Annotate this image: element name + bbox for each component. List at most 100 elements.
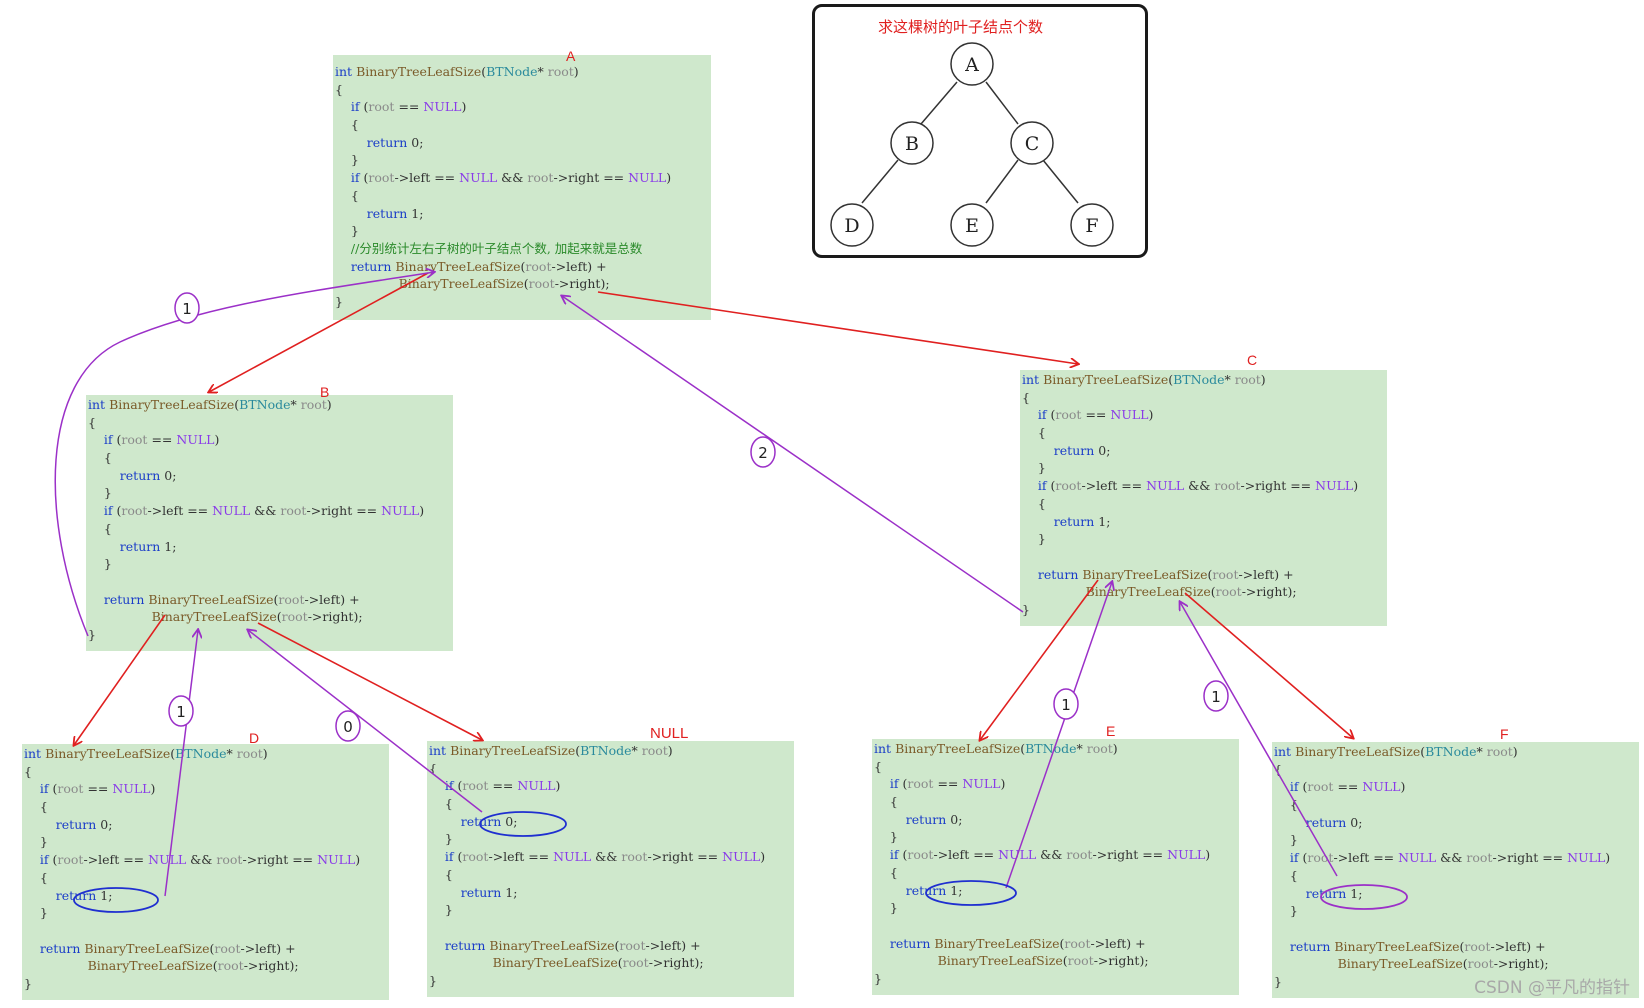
brace: { <box>1037 495 1046 511</box>
param-type: BTNode <box>580 743 632 758</box>
operator: == <box>693 849 723 865</box>
keyword-if: if <box>889 847 899 863</box>
brace: { <box>1289 867 1298 883</box>
paren: ) <box>667 743 673 758</box>
value: 1; <box>96 887 113 903</box>
paren: ( <box>1168 372 1174 387</box>
identifier-root: root <box>907 847 934 863</box>
code-block: int BinaryTreeLeafSize(BTNode* root){ if… <box>874 740 1210 988</box>
paren: ( <box>1062 953 1068 969</box>
paren: ) <box>150 781 156 797</box>
code-block: int BinaryTreeLeafSize(BTNode* root){ if… <box>24 745 360 993</box>
function-name: BinaryTreeLeafSize <box>45 746 171 761</box>
step-circle <box>174 292 200 324</box>
operator: == <box>83 781 113 797</box>
value: 0; <box>1094 442 1111 458</box>
operator: && <box>1036 847 1067 863</box>
paren: ( <box>1302 850 1308 866</box>
operator: == <box>969 847 999 863</box>
paren: ( <box>1302 779 1308 795</box>
member: ->right <box>243 958 290 974</box>
tree-node-label-C: C <box>1025 133 1040 155</box>
brace: { <box>889 864 898 880</box>
tree-node-label-D: D <box>844 215 859 237</box>
operator: + <box>1279 566 1294 582</box>
brace: } <box>103 556 112 572</box>
null-literal: NULL <box>1398 850 1437 866</box>
function-name: BinaryTreeLeafSize <box>1085 584 1211 600</box>
tree-node-E <box>950 203 994 247</box>
null-literal: NULL <box>459 170 498 186</box>
step-circle <box>1203 680 1229 712</box>
identifier-root: root <box>281 609 308 625</box>
brace: { <box>103 450 112 466</box>
value: 1; <box>946 882 963 898</box>
step-label: 2 <box>758 444 768 462</box>
highlight-NULL-return <box>479 811 567 837</box>
paren: ) <box>760 849 766 865</box>
keyword-return: return <box>366 205 408 221</box>
return-arrow-C-to-A <box>562 296 1024 613</box>
tree-node-F <box>1070 203 1114 247</box>
operator: == <box>183 503 213 519</box>
terminator: ); <box>353 609 363 625</box>
null-literal: NULL <box>1362 779 1401 795</box>
code-block: int BinaryTreeLeafSize(BTNode* root){ if… <box>1274 743 1610 991</box>
terminator: ); <box>1539 956 1549 972</box>
identifier-root: root <box>462 778 489 794</box>
paren: ( <box>1462 956 1468 972</box>
paren: ( <box>457 849 463 865</box>
member: ->left <box>1333 850 1370 866</box>
keyword-if: if <box>1289 850 1299 866</box>
brace: { <box>444 796 453 812</box>
identifier-root: root <box>121 503 148 519</box>
member: ->right <box>1492 850 1539 866</box>
operator: && <box>186 852 217 868</box>
paren: ) <box>666 170 672 186</box>
paren: ( <box>481 64 487 79</box>
identifier-root: root <box>907 776 934 792</box>
paren: ( <box>1050 407 1056 423</box>
function-name: BinaryTreeLeafSize <box>937 953 1063 969</box>
brace: { <box>889 794 898 810</box>
paren: ( <box>902 847 908 863</box>
tree-edge-B-D <box>861 159 899 204</box>
member: ->left <box>1238 566 1275 582</box>
watermark: CSDN @平凡的指针 <box>1474 978 1630 998</box>
brace: { <box>1289 797 1298 813</box>
paren: ) <box>587 258 593 274</box>
paren: ) <box>1126 935 1132 951</box>
null-literal: NULL <box>962 776 1001 792</box>
value: 0; <box>407 134 424 150</box>
brace: } <box>88 626 96 642</box>
function-name: BinaryTreeLeafSize <box>356 64 482 79</box>
paren: ( <box>276 609 282 625</box>
identifier-root: root <box>1307 850 1334 866</box>
keyword-if: if <box>350 99 360 115</box>
brace: } <box>1274 973 1282 989</box>
brace: } <box>350 223 359 239</box>
paren: ) <box>1205 847 1211 863</box>
brace: } <box>1289 903 1298 919</box>
paren: ( <box>1207 566 1213 582</box>
tree-graph: A B C D E F <box>830 42 1114 247</box>
step-label: 1 <box>1211 688 1221 706</box>
member: ->left <box>645 937 682 953</box>
highlight-D-return <box>73 887 159 913</box>
paren: ) <box>461 99 467 115</box>
paren: ( <box>212 958 218 974</box>
call-arrow-B-to-NULL <box>257 622 482 740</box>
code-block: int BinaryTreeLeafSize(BTNode* root){ if… <box>1022 371 1358 619</box>
pointer: * <box>290 397 301 412</box>
param-type: BTNode <box>1025 741 1077 756</box>
operator: && <box>591 849 622 865</box>
tree-edge-A-C <box>985 81 1019 125</box>
paren: ( <box>273 591 279 607</box>
paren: ) <box>555 778 561 794</box>
paren: ( <box>575 743 581 758</box>
member: ->right <box>1240 478 1287 494</box>
paren: ( <box>234 397 240 412</box>
member: ->left <box>933 847 970 863</box>
paren: ) <box>1148 407 1154 423</box>
step-circle <box>335 710 361 742</box>
